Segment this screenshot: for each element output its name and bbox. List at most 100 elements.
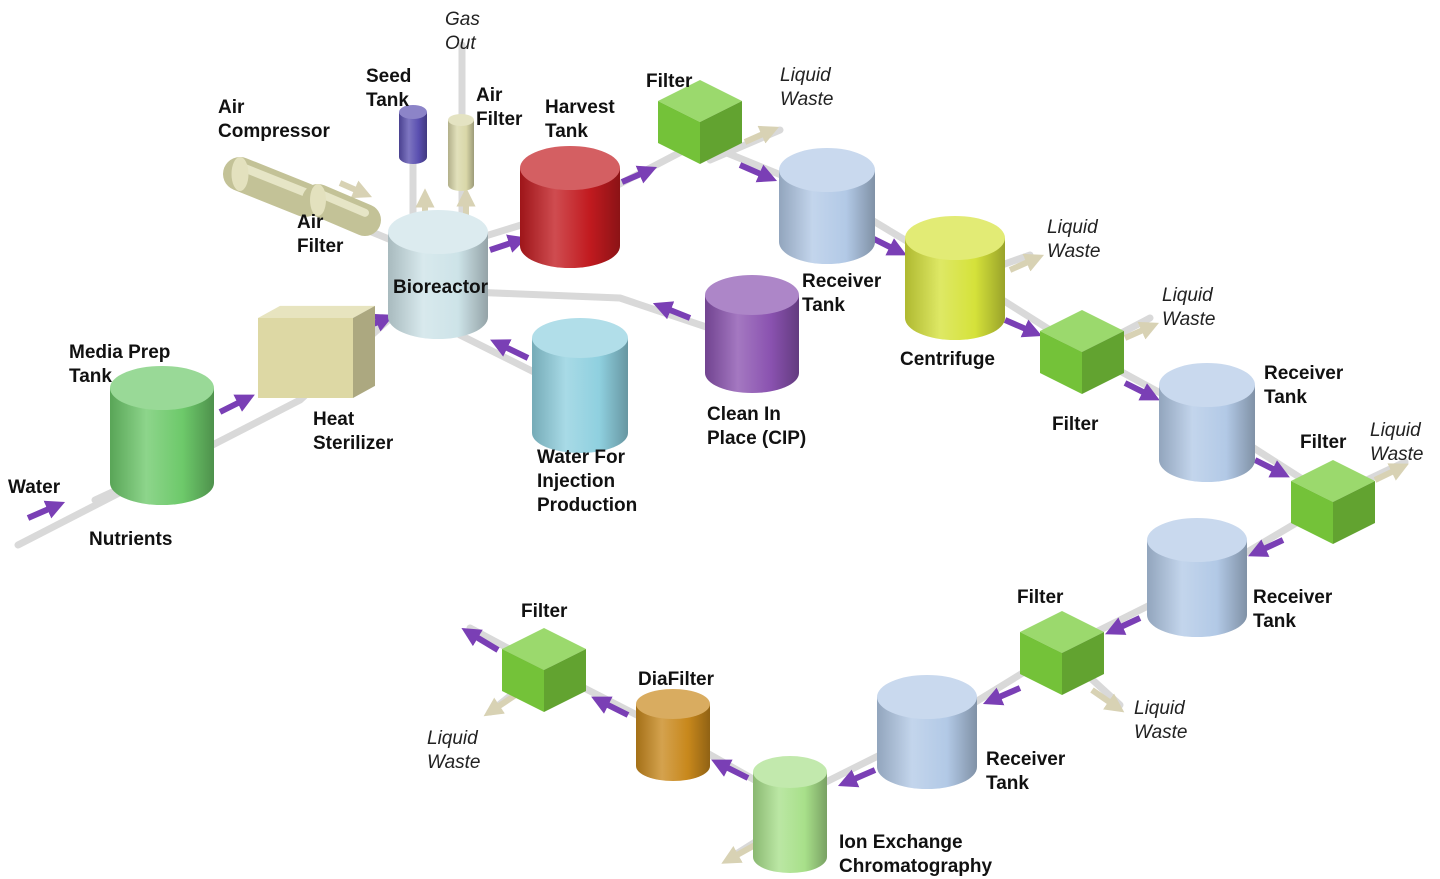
arrow-waste-1 <box>743 125 780 145</box>
arrow-waste-2 <box>1008 253 1045 273</box>
receiver-tank-4 <box>877 675 977 789</box>
filter-3-right <box>1333 481 1375 544</box>
arrow-cip-to-bioreactor <box>652 301 692 321</box>
clean-in-place-tank <box>705 275 799 393</box>
equipment-group <box>110 80 1375 873</box>
filter-5-left <box>502 649 544 712</box>
clean-in-place-tank-body <box>705 295 799 393</box>
filter-1 <box>658 80 742 164</box>
arrow-water <box>26 500 66 521</box>
filter-4 <box>1020 611 1104 695</box>
air-filter-left-highlight <box>314 188 369 217</box>
seed-tank <box>399 105 427 164</box>
ion-exchange-column-body <box>753 772 827 873</box>
label-nutrients: Nutrients <box>89 529 173 550</box>
arrow-filter-to-receiver-3 <box>1248 537 1285 557</box>
harvest-tank-top <box>520 146 620 190</box>
bioreactor-top <box>388 210 488 254</box>
arrow-centrifuge-to-filter <box>1003 317 1043 338</box>
diafilter-top <box>636 689 710 719</box>
label-filter-3: Filter <box>1300 432 1347 453</box>
receiver-tank-3-body <box>1147 540 1247 637</box>
centrifuge-top <box>905 216 1005 260</box>
filter-5 <box>502 628 586 712</box>
heat-sterilizer <box>258 305 375 398</box>
ion-exchange-column-top <box>753 756 827 788</box>
filter-3-left <box>1291 481 1333 544</box>
centrifuge <box>905 216 1005 340</box>
arrow-ion-exchange-to-diafilter <box>711 759 750 781</box>
label-centrifuge: Centrifuge <box>900 349 995 370</box>
filter-3 <box>1291 460 1375 544</box>
label-filter-4: Filter <box>1017 587 1064 608</box>
air-compressor-highlight <box>235 162 310 197</box>
air-filter-left-body <box>302 184 381 236</box>
media-prep-tank-body <box>110 388 214 505</box>
arrow-waste-3 <box>1123 321 1160 341</box>
arrow-air-in <box>338 180 373 199</box>
label-water: Water <box>8 477 61 498</box>
arrow-product-out <box>461 628 500 653</box>
bioreactor-body <box>388 232 488 339</box>
heat-sterilizer-top <box>258 305 375 318</box>
clean-in-place-tank-top <box>705 275 799 315</box>
filter-5-right <box>544 649 586 712</box>
heat-sterilizer-side <box>353 305 375 398</box>
label-filter-1: Filter <box>646 71 693 92</box>
filter-1-left <box>658 101 700 164</box>
arrow-bioreactor-to-harvest <box>489 234 528 253</box>
water-for-injection-tank-top <box>532 318 628 358</box>
flow-arrows <box>26 125 1409 864</box>
centrifuge-body <box>905 238 1005 340</box>
arrow-filter-to-receiver-4 <box>982 685 1022 706</box>
harvest-tank-body <box>520 168 620 268</box>
air-filter-top-top <box>448 114 474 126</box>
receiver-tank-2 <box>1159 363 1255 482</box>
receiver-tank-1 <box>779 148 875 264</box>
filter-4-right <box>1062 632 1104 695</box>
air-compressor-body <box>223 157 322 217</box>
receiver-tank-2-body <box>1159 385 1255 482</box>
receiver-tank-3 <box>1147 518 1247 637</box>
arrow-filter-to-receiver <box>738 162 778 183</box>
arrow-waste-4 <box>1373 463 1409 483</box>
arrow-bottom-out <box>721 842 757 864</box>
arrow-waste-5 <box>1090 687 1125 713</box>
ion-exchange-column <box>753 756 827 873</box>
filter-2-right <box>1082 331 1124 394</box>
air-filter-left <box>302 184 381 236</box>
receiver-tank-3-top <box>1147 518 1247 562</box>
filter-2-left <box>1040 331 1082 394</box>
arrow-harvest-to-filter <box>620 165 658 185</box>
arrow-receiver-to-ion-exchange <box>837 767 877 788</box>
media-prep-tank <box>110 366 214 505</box>
arrow-filter-to-receiver-2 <box>1123 380 1160 401</box>
receiver-tank-4-body <box>877 697 977 789</box>
arrow-receiver-to-centrifuge <box>870 235 907 256</box>
water-for-injection-tank <box>532 318 628 453</box>
label-filter-2: Filter <box>1052 414 1099 435</box>
receiver-tank-1-top <box>779 148 875 192</box>
receiver-tank-1-body <box>779 170 875 264</box>
air-compressor <box>223 157 322 217</box>
media-prep-tank-top <box>110 366 214 410</box>
seed-tank-top <box>399 105 427 119</box>
label-bioreactor: Bioreactor <box>393 277 489 298</box>
